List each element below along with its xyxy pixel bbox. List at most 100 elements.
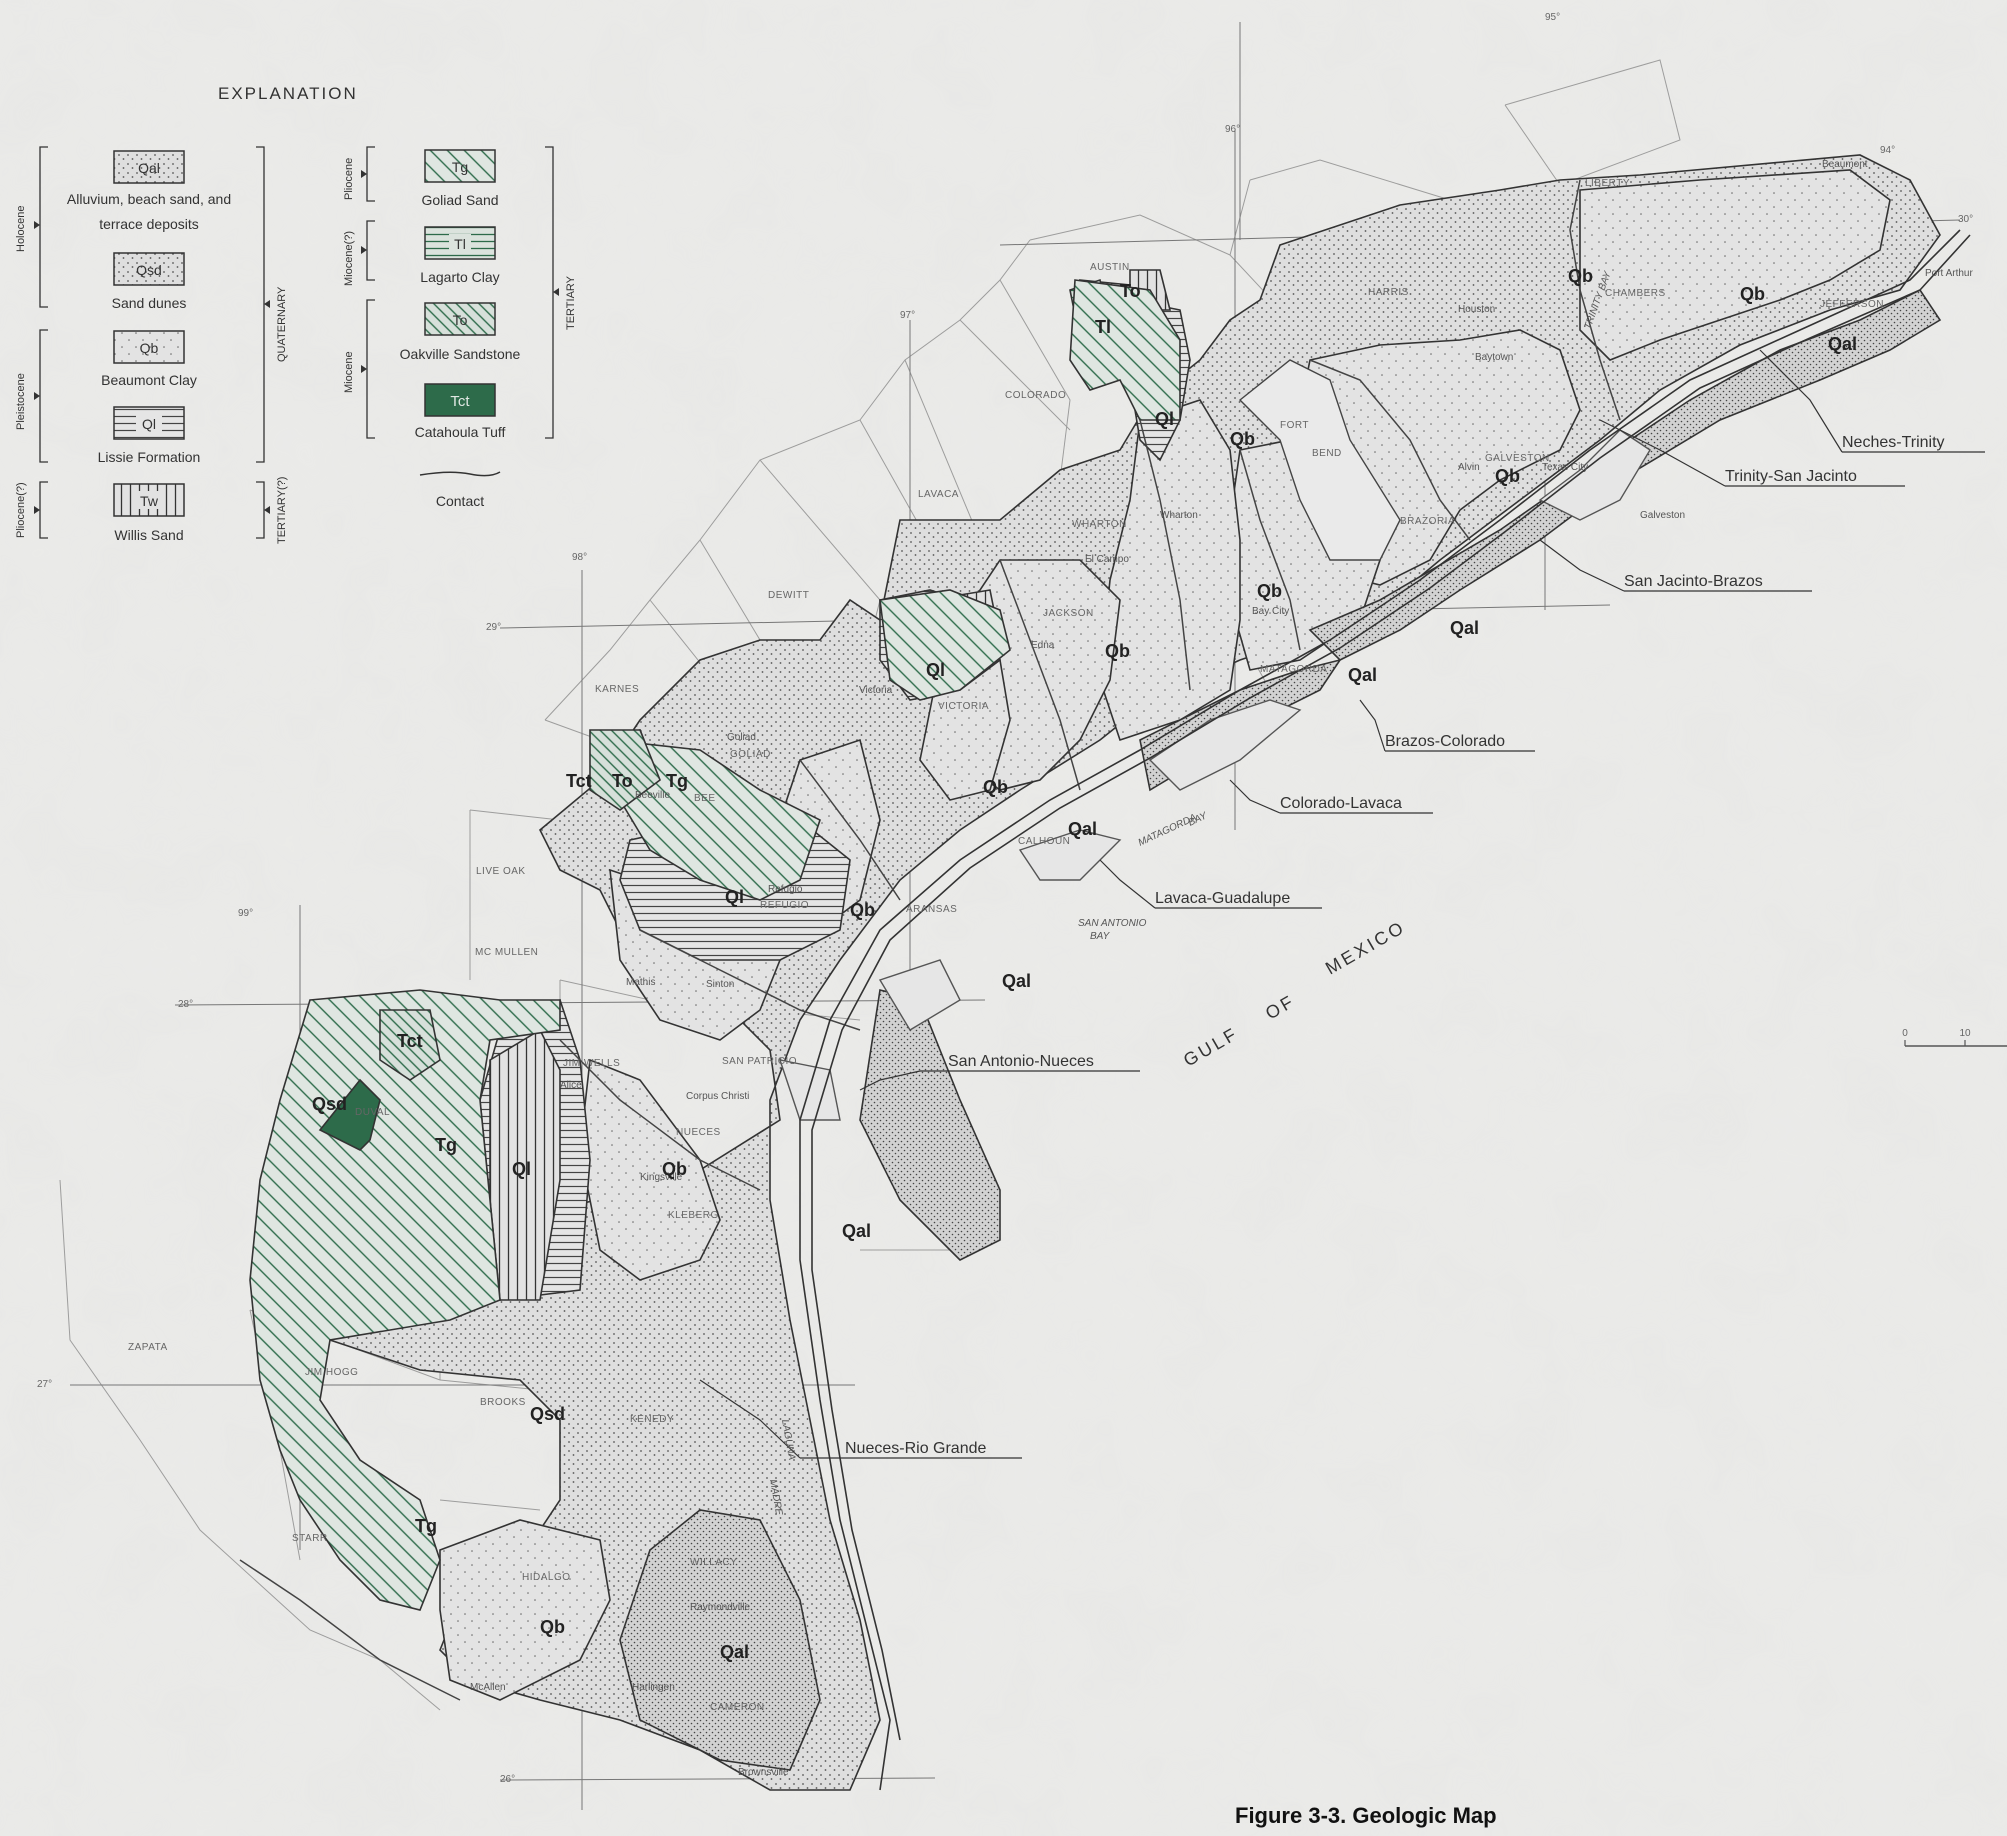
- unit-label: Qal: [1450, 618, 1479, 638]
- unit-label: Tct: [566, 771, 592, 791]
- city-label: Beaumont: [1822, 159, 1868, 170]
- epoch-miocene: Miocene: [343, 351, 355, 393]
- mexico-label: MEXICO: [1322, 917, 1409, 979]
- unit-label: Qal: [1002, 971, 1031, 991]
- county-label: NUECES: [676, 1127, 721, 1138]
- unit-label: Ql: [926, 660, 945, 680]
- unit-label: Qsd: [530, 1404, 565, 1424]
- legend-arrowheads: [34, 170, 559, 514]
- legend-box-ql-label-bg: [136, 414, 162, 432]
- county-label: CAMERON: [710, 1702, 765, 1713]
- county-label: FORT: [1280, 420, 1309, 431]
- county-label: KENEDY: [630, 1414, 674, 1425]
- legend-box-tg: [424, 149, 496, 183]
- city-label: Alice: [560, 1080, 582, 1091]
- coord-label: 96°: [1225, 124, 1240, 135]
- epoch-pliocene-q: Pliocene(?): [15, 482, 27, 538]
- epoch-pleistocene: Pleistocene: [15, 373, 27, 430]
- coord-label: 94°: [1880, 145, 1895, 156]
- unit-label: Tct: [397, 1031, 423, 1051]
- legend-box-qal: [113, 150, 185, 184]
- basin-label-brazos-colorado: Brazos-Colorado: [1385, 733, 1505, 750]
- figure-title: Figure 3-3. Geologic Map: [1235, 1803, 1497, 1828]
- county-label: KARNES: [595, 684, 639, 695]
- legend-box-tl-label-bg: [449, 234, 471, 252]
- gulf-label: GULF: [1180, 1023, 1242, 1070]
- city-label: Galveston: [1640, 510, 1685, 521]
- legend-desc2-qal: terrace deposits: [99, 216, 199, 232]
- county-label: CALHOUN: [1018, 836, 1070, 847]
- city-label: Goliad: [727, 732, 756, 743]
- basin-label-neches-trinity: Neches-Trinity: [1842, 434, 1945, 451]
- county-label: BROOKS: [480, 1397, 526, 1408]
- unit-label: Tl: [1095, 317, 1111, 337]
- basin-label-colorado-lavaca: Colorado-Lavaca: [1280, 795, 1402, 812]
- county-label: MATAGORDA: [1260, 664, 1327, 675]
- county-label: MC MULLEN: [475, 947, 538, 958]
- county-label: WHARTON: [1072, 519, 1127, 530]
- city-label: Alvin: [1458, 462, 1480, 473]
- county-label: HARRIS: [1368, 287, 1409, 298]
- system-quaternary: QUATERNARY: [276, 286, 288, 362]
- city-label: Port Arthur: [1925, 268, 1973, 279]
- legend-box-tw-label-bg: [138, 491, 162, 509]
- coord-label: 98°: [572, 552, 587, 563]
- unit-label: Qb: [1740, 284, 1765, 304]
- legend-desc-tct: Catahoula Tuff: [415, 424, 506, 440]
- unit-label: Tg: [415, 1516, 437, 1536]
- county-label: STARR: [292, 1533, 328, 1544]
- coord-label: 27°: [37, 1379, 52, 1390]
- unit-label: Qb: [1495, 466, 1520, 486]
- county-label: LAVACA: [918, 489, 959, 500]
- legend-desc-to: Oakville Sandstone: [400, 346, 521, 362]
- county-label: SAN PATRICIO: [722, 1056, 797, 1067]
- epoch-holocene: Holocene: [15, 206, 27, 252]
- explanation-heading: EXPLANATION: [218, 84, 358, 103]
- basin-label-san-jacinto-brazos: San Jacinto-Brazos: [1624, 573, 1763, 590]
- city-label: McAllen: [470, 1682, 506, 1693]
- legend-symbol-qsd: Qsd: [136, 262, 162, 278]
- county-label: LIVE OAK: [476, 866, 526, 877]
- city-label: Bay City: [1252, 606, 1289, 617]
- county-label: CHAMBERS: [1605, 288, 1666, 299]
- basin-label-nueces-rio-grande: Nueces-Rio Grande: [845, 1440, 987, 1457]
- city-label: El Campo: [1085, 554, 1129, 565]
- unit-label: To: [612, 771, 633, 791]
- legend-symbol-ql: Ql: [142, 416, 156, 432]
- county-label: REFUGIO: [760, 900, 809, 911]
- legend-symbol-tw: Tw: [140, 493, 159, 509]
- legend-contact-label: Contact: [436, 493, 484, 509]
- city-label: Mathis: [626, 977, 655, 988]
- unit-label: Qal: [1348, 665, 1377, 685]
- county-label: GOLIAD: [730, 749, 771, 760]
- coastal-bays: [778, 429, 1651, 1121]
- scale-label: 0: [1902, 1028, 1908, 1039]
- county-label: BRAZORIA: [1400, 516, 1455, 527]
- unit-label: Ql: [1155, 409, 1174, 429]
- legend-desc-ql: Lissie Formation: [98, 449, 201, 465]
- county-label: JACKSON: [1043, 608, 1094, 619]
- bay-label: BAY: [1090, 931, 1111, 942]
- scale-bar: 0 10: [1902, 1028, 2007, 1047]
- city-label: Brownsville: [738, 1767, 789, 1778]
- coord-label: 26°: [500, 1774, 515, 1785]
- unit-label: Ql: [512, 1159, 531, 1179]
- county-label: COLORADO: [1005, 390, 1066, 401]
- city-label: Kingsville: [640, 1172, 683, 1183]
- legend-desc-qsd: Sand dunes: [112, 295, 187, 311]
- city-label: Baytown: [1475, 352, 1513, 363]
- basin-label-lavaca-guadalupe: Lavaca-Guadalupe: [1155, 890, 1290, 907]
- unit-label: To: [1120, 281, 1141, 301]
- city-label: Houston: [1458, 304, 1495, 315]
- coord-label: 97°: [900, 310, 915, 321]
- of-label: OF: [1262, 991, 1299, 1024]
- unit-label: Qb: [540, 1617, 565, 1637]
- brazoria-bend: [1238, 359, 1401, 561]
- explanation-legend: EXPLANATION Qal Alluvium, beach sand, an…: [15, 84, 577, 544]
- unit-label: Ql: [725, 887, 744, 907]
- map-unit-labels: Qb Qb Qal Qb Qb Ql Tl To Qb Qal Qal Qb Q…: [312, 266, 1857, 1662]
- shoreline: [799, 229, 1971, 1791]
- basin-labels: Neches-Trinity Trinity-San Jacinto San J…: [699, 349, 1985, 1459]
- county-label: HIDALGO: [522, 1572, 571, 1583]
